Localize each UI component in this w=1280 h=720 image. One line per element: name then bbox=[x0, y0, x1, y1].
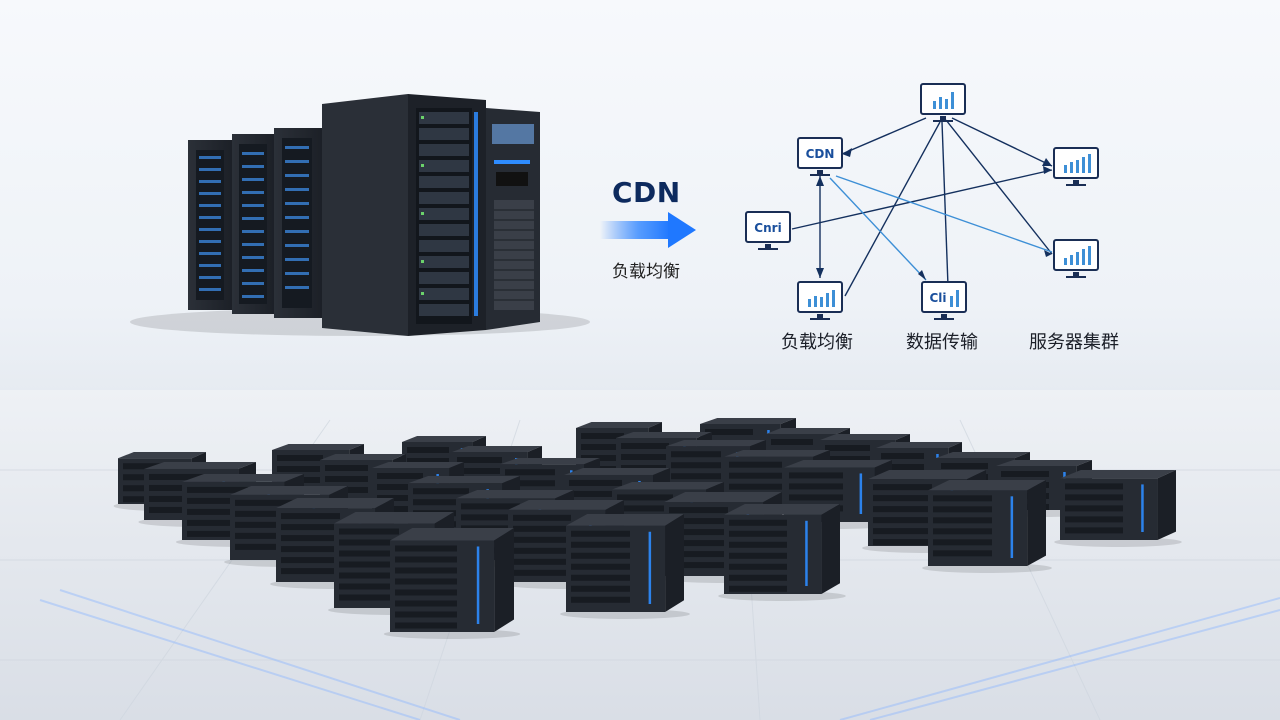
caption-server-cluster: 服务器集群 bbox=[1029, 332, 1119, 353]
node-cdn: CDN bbox=[797, 137, 843, 176]
node-cdn-label: CDN bbox=[806, 147, 835, 161]
cluster-server bbox=[922, 480, 1052, 573]
node-bottom-2: Cli bbox=[921, 281, 967, 320]
cluster-server bbox=[383, 528, 521, 639]
server-rack-3 bbox=[274, 128, 322, 318]
caption-data-transfer: 数据传输 bbox=[906, 332, 978, 353]
cluster-server bbox=[560, 514, 690, 619]
cluster-server bbox=[1054, 470, 1182, 547]
network-nodes: CDN Cnri Cli bbox=[745, 83, 1099, 320]
node-bottom-1 bbox=[797, 281, 843, 320]
server-rack-main bbox=[322, 94, 486, 336]
node-bottom-2-label: Cli bbox=[929, 291, 946, 305]
server-rack-2 bbox=[232, 134, 274, 314]
server-rack-group bbox=[130, 94, 590, 336]
node-left-label: Cnri bbox=[754, 221, 781, 235]
arrow-caption: 负载均衡 bbox=[612, 262, 680, 282]
cdn-arrow bbox=[600, 212, 696, 248]
server-cluster bbox=[113, 418, 1182, 639]
cluster-server bbox=[718, 504, 846, 601]
arrow-label: CDN bbox=[612, 176, 681, 209]
node-right-1 bbox=[1053, 147, 1099, 186]
node-top bbox=[920, 83, 966, 122]
node-right-2 bbox=[1053, 239, 1099, 278]
tower-server bbox=[486, 108, 540, 330]
network-links bbox=[791, 117, 1053, 297]
server-rack-1 bbox=[188, 140, 232, 310]
caption-load-balancing: 负载均衡 bbox=[781, 332, 853, 353]
node-left: Cnri bbox=[745, 211, 791, 250]
